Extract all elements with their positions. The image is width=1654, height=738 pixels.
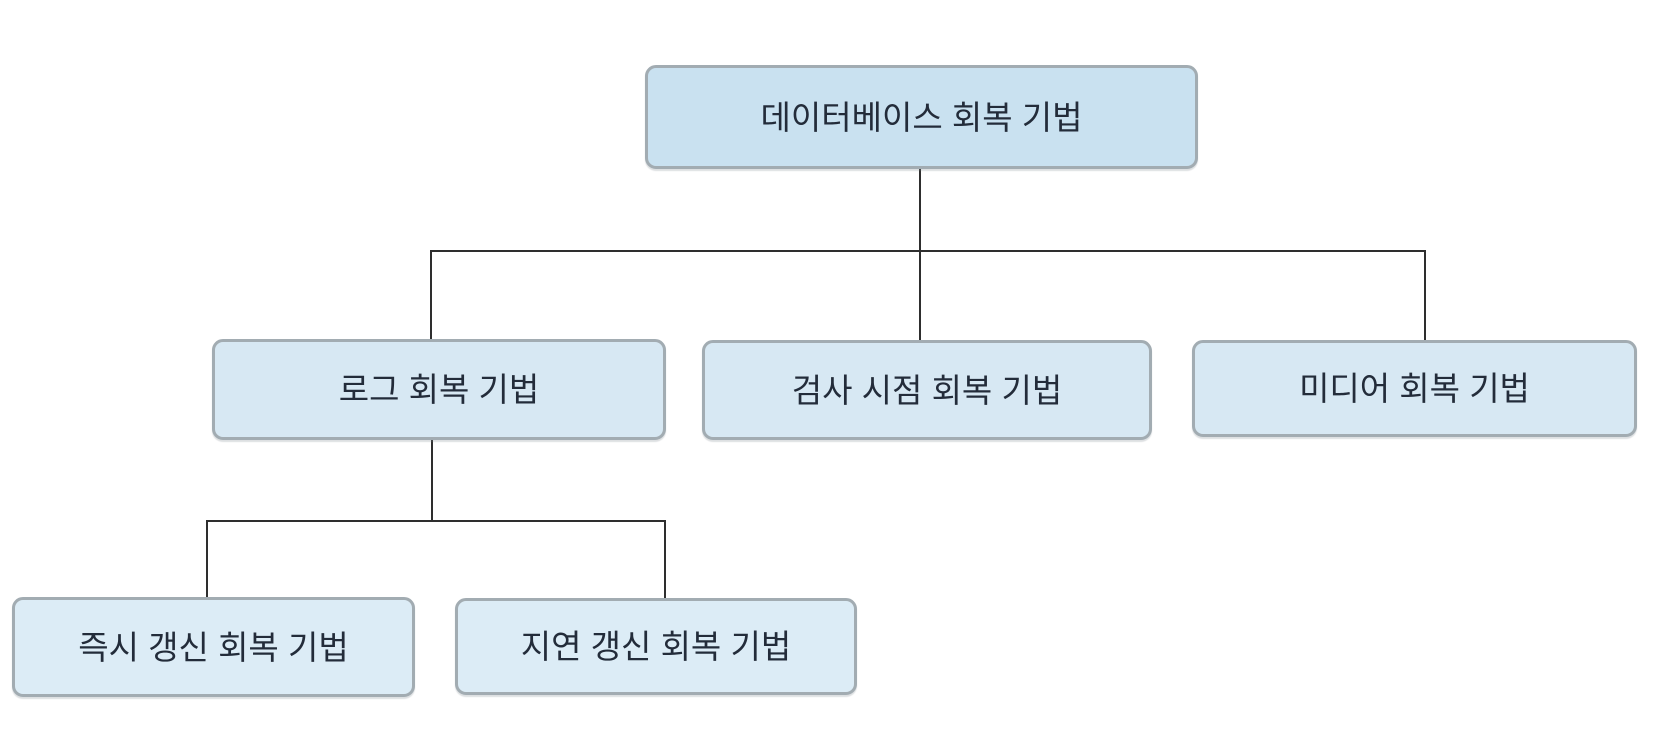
connector-drop-log bbox=[430, 250, 432, 339]
connector-drop-immediate bbox=[206, 520, 208, 597]
connector-level2-crossbar bbox=[206, 520, 666, 522]
connector-drop-deferred bbox=[664, 520, 666, 598]
node-log-recovery: 로그 회복 기법 bbox=[212, 339, 666, 440]
connector-log-stem bbox=[431, 440, 433, 522]
connector-level1-crossbar bbox=[430, 250, 1426, 252]
node-immediate-update-recovery: 즉시 갱신 회복 기법 bbox=[12, 597, 415, 697]
node-checkpoint-recovery: 검사 시점 회복 기법 bbox=[702, 340, 1152, 440]
node-deferred-update-recovery: 지연 갱신 회복 기법 bbox=[455, 598, 857, 695]
connector-drop-media bbox=[1424, 250, 1426, 340]
node-media-recovery-label: 미디어 회복 기법 bbox=[1299, 370, 1530, 407]
node-media-recovery: 미디어 회복 기법 bbox=[1192, 340, 1637, 437]
node-deferred-update-recovery-label: 지연 갱신 회복 기법 bbox=[520, 628, 792, 665]
node-database-recovery: 데이터베이스 회복 기법 bbox=[645, 65, 1198, 169]
node-database-recovery-label: 데이터베이스 회복 기법 bbox=[760, 98, 1083, 136]
connector-root-stem bbox=[919, 169, 921, 340]
node-log-recovery-label: 로그 회복 기법 bbox=[338, 371, 540, 408]
node-checkpoint-recovery-label: 검사 시점 회복 기법 bbox=[791, 371, 1063, 409]
node-immediate-update-recovery-label: 즉시 갱신 회복 기법 bbox=[78, 628, 349, 666]
